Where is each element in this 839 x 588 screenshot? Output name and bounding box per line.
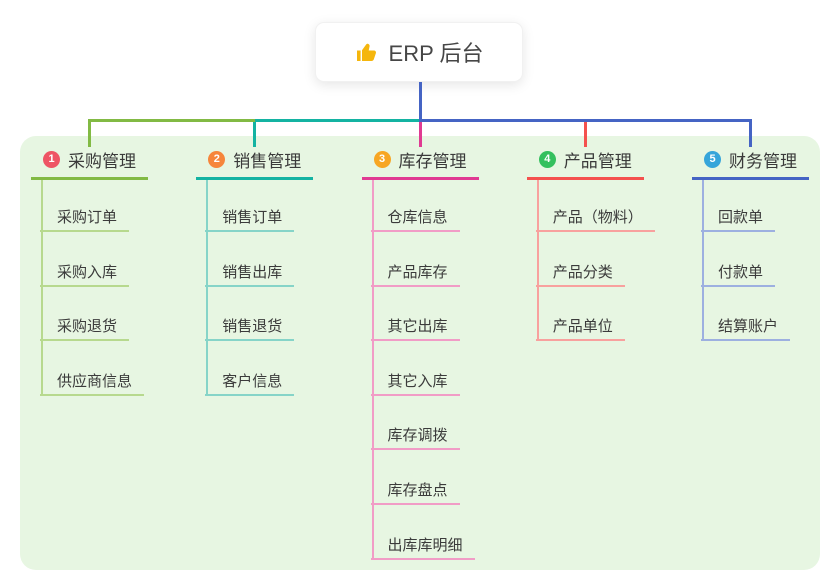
child-node[interactable]: 产品单位 — [535, 315, 625, 342]
branch-line — [371, 180, 374, 560]
child-node[interactable]: 库存盘点 — [370, 479, 460, 505]
child-node[interactable]: 产品库存 — [370, 261, 460, 287]
child-node[interactable]: 采购退货 — [40, 315, 130, 342]
root-title: ERP 后台 — [388, 41, 484, 66]
child-node[interactable]: 销售订单 — [205, 206, 295, 232]
connector-line — [253, 119, 257, 147]
connector-line — [749, 119, 752, 147]
child-node[interactable]: 销售退货 — [205, 315, 295, 342]
category-node[interactable]: 4 产品管理 — [526, 147, 644, 180]
child-node[interactable]: 回款单 — [701, 206, 776, 232]
child-node[interactable]: 其它出库 — [370, 315, 460, 342]
category-badge: 4 — [538, 150, 556, 168]
child-node[interactable]: 结算账户 — [701, 315, 791, 342]
category-label: 采购管理 — [68, 151, 136, 171]
connector-line — [254, 119, 420, 122]
connector-line — [583, 119, 587, 147]
branch-line — [702, 180, 704, 342]
connector-line — [418, 119, 422, 147]
category-badge: 5 — [704, 150, 721, 168]
category-label: 财务管理 — [729, 151, 797, 171]
connector-line — [420, 119, 752, 122]
child-node[interactable]: 销售出库 — [205, 261, 295, 287]
mindmap-panel — [20, 136, 820, 570]
category-node[interactable]: 5 财务管理 — [692, 147, 809, 180]
child-node[interactable]: 出库库明细 — [370, 534, 475, 560]
child-node[interactable]: 其它入库 — [370, 370, 460, 396]
child-node[interactable]: 库存调拨 — [370, 424, 460, 451]
category-label: 库存管理 — [398, 151, 467, 171]
child-node[interactable]: 采购入库 — [40, 261, 130, 287]
branch-line — [41, 180, 43, 396]
child-node[interactable]: 产品分类 — [535, 261, 625, 287]
connector-line — [89, 119, 255, 122]
category-badge: 1 — [43, 150, 60, 168]
category-label: 产品管理 — [563, 151, 632, 171]
thumbs-up-icon — [355, 40, 379, 64]
child-node[interactable]: 采购订单 — [40, 206, 130, 232]
category-node[interactable]: 3 库存管理 — [361, 147, 479, 180]
child-node[interactable]: 产品（物料） — [535, 206, 655, 232]
root-node[interactable]: ERP 后台 — [315, 22, 523, 82]
child-node[interactable]: 供应商信息 — [40, 370, 145, 396]
category-node[interactable]: 1 采购管理 — [31, 147, 148, 180]
child-node[interactable]: 付款单 — [701, 261, 776, 287]
category-badge: 2 — [208, 150, 226, 168]
category-label: 销售管理 — [233, 151, 302, 171]
category-node[interactable]: 2 销售管理 — [196, 147, 314, 180]
child-node[interactable]: 客户信息 — [205, 370, 295, 396]
category-badge: 3 — [373, 150, 391, 168]
connector-line — [418, 82, 422, 122]
connector-line — [88, 119, 91, 147]
branch-line — [206, 180, 209, 396]
branch-line — [536, 180, 539, 342]
child-node[interactable]: 仓库信息 — [370, 206, 460, 232]
